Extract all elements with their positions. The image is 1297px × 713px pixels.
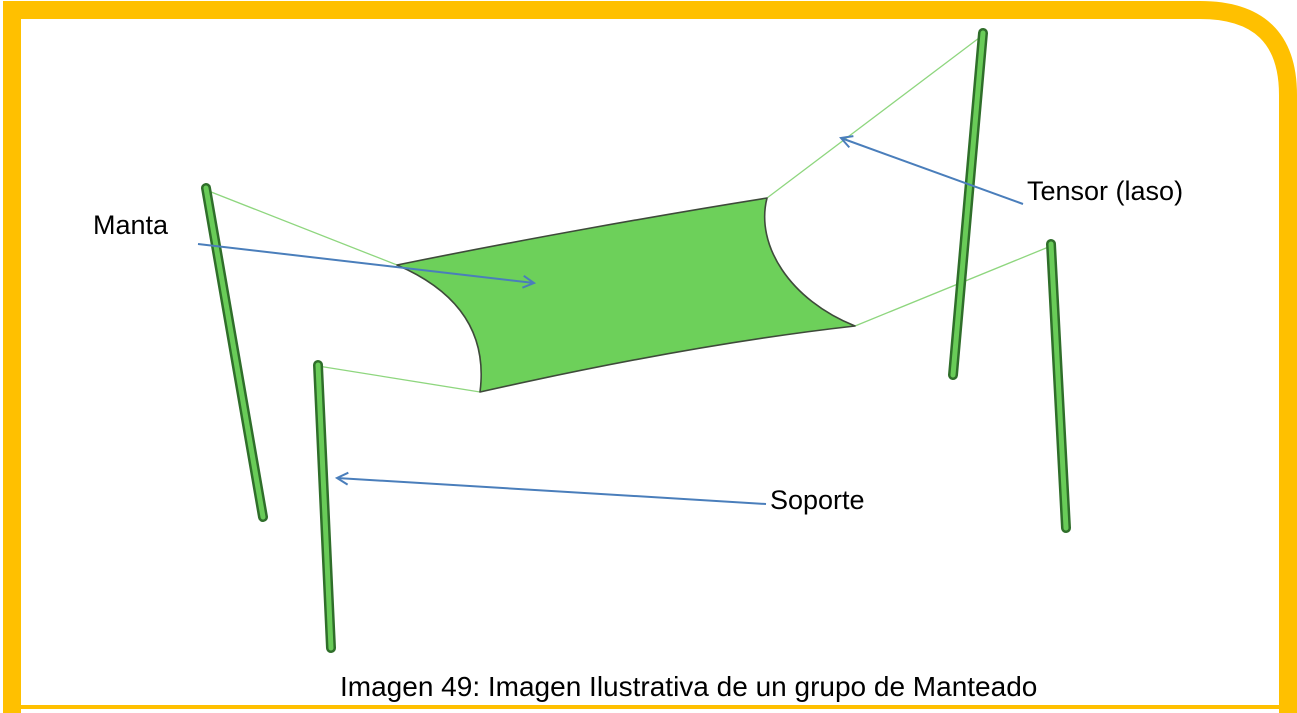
label-arrows xyxy=(197,138,1024,505)
arrow-tensor xyxy=(841,138,1024,205)
arrow-soporte xyxy=(337,478,767,505)
label-manta: Manta xyxy=(93,210,169,240)
cable-back-right xyxy=(766,34,984,199)
pole-back-left-highlight xyxy=(203,185,266,520)
figure-caption: Imagen 49: Imagen Ilustrativa de un grup… xyxy=(340,671,1038,702)
canopy-manta xyxy=(396,197,856,393)
pole-front-left-highlight xyxy=(315,362,334,651)
cable-front-right xyxy=(854,245,1052,327)
arrow-manta xyxy=(197,243,534,283)
page-frame xyxy=(3,1,1297,713)
tensor-cables xyxy=(205,34,1052,393)
support-poles xyxy=(201,28,1071,653)
label-soporte: Soporte xyxy=(770,485,865,515)
cable-front-left xyxy=(317,365,481,393)
label-tensor: Tensor (laso) xyxy=(1027,176,1184,206)
cable-back-left xyxy=(205,189,398,266)
pole-front-right-highlight xyxy=(1048,241,1069,531)
pole-back-right-highlight xyxy=(950,30,986,378)
